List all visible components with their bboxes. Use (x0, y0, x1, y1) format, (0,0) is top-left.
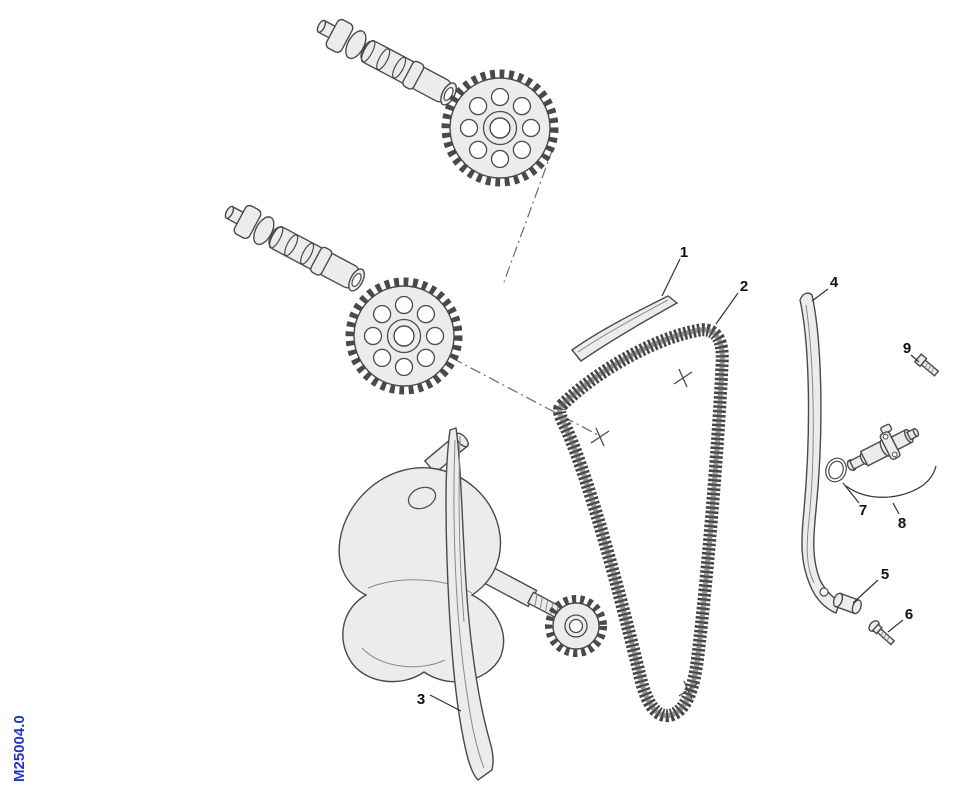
crank-sprocket (545, 595, 607, 657)
callout-leader-lines (429, 258, 920, 712)
callout-3: 3 (417, 691, 425, 708)
chain-center-marks (590, 368, 698, 700)
tensioner-bracket-brace (845, 465, 937, 498)
guide-screw (868, 620, 896, 646)
callout-2: 2 (740, 278, 748, 295)
callout-8: 8 (898, 515, 906, 532)
callout-4: 4 (830, 274, 839, 291)
exhaust-cam-sprocket (446, 74, 554, 182)
intake-camshaft (218, 196, 371, 298)
tensioner-bolt (913, 353, 940, 377)
upper-chain-pad (570, 295, 679, 362)
callout-7: 7 (859, 502, 867, 519)
timing-chain (553, 323, 729, 723)
chain-tensioner (846, 423, 920, 472)
intake-cam-sprocket (350, 282, 458, 390)
phantom-centerlines (451, 147, 599, 436)
callout-9: 9 (903, 340, 911, 357)
front-chain-guide (445, 427, 494, 781)
callout-6: 6 (905, 606, 913, 623)
o-ring (825, 457, 847, 483)
callout-labels: 1 2 3 4 5 6 7 8 9 (417, 244, 913, 708)
callout-1: 1 (680, 244, 688, 261)
spacer-bush (832, 592, 862, 615)
rear-chain-guide (799, 292, 841, 614)
callout-5: 5 (881, 566, 889, 583)
drawing-code: M25004.0 (11, 715, 28, 782)
exhaust-camshaft (310, 10, 463, 112)
